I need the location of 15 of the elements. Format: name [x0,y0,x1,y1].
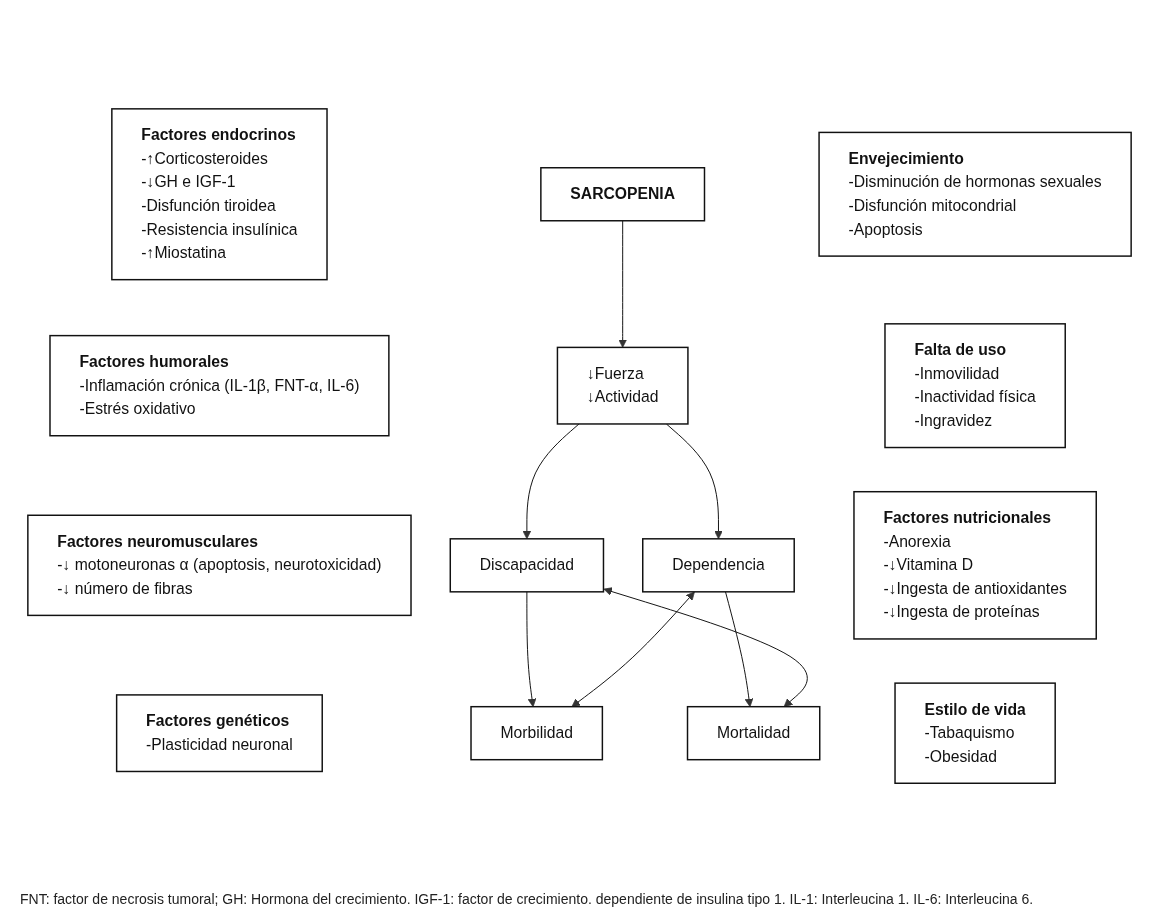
node-box: Mortalidad [686,706,821,761]
node-box: Discapacidad [449,538,605,593]
node-box: Morbilidad [470,706,604,761]
node-box: Factores humorales -Inflamación crónica (IL-1β, FNT-α, IL-6) -Estrés oxidativo [49,335,390,437]
node-box: Factores endocrinos -↑Corticosteroides -↓GH e IGF-1 -Disfunción tiroidea -Resistencia insulínica -↑Miostatina [111,108,328,281]
node-box: Envejecimiento -Disminución de hormonas sexuales -Disfunción mitocondrial -Apoptosis [818,132,1132,258]
node-box: Dependencia [642,538,795,593]
node-box: Estilo de vida -Tabaquismo -Obesidad [894,682,1056,785]
node-box: SARCOPENIA [540,167,706,222]
node-box: Falta de uso -Inmovilidad -Inactividad física -Ingravidez [884,323,1066,449]
node-box: Factores neuromusculares -↓ motoneuronas α (apoptosis, neurotoxicidad) -↓ número de fibras [27,514,412,617]
node-box: Factores genéticos -Plasticidad neuronal [115,694,323,773]
node-box: ↓Fuerza ↓Actividad [556,347,689,426]
node-box: Factores nutricionales -Anorexia -↓Vitamina D -↓Ingesta de antioxidantes -↓Ingesta de proteínas [853,491,1097,641]
caption: FNT: factor de necrosis tumoral; GH: Hormona del crecimiento. IGF-1: factor de crecimiento. dependiente de insulina tipo 1. IL-1: Interleucina 1. IL-6: Interleucina 6. [20,891,1035,907]
